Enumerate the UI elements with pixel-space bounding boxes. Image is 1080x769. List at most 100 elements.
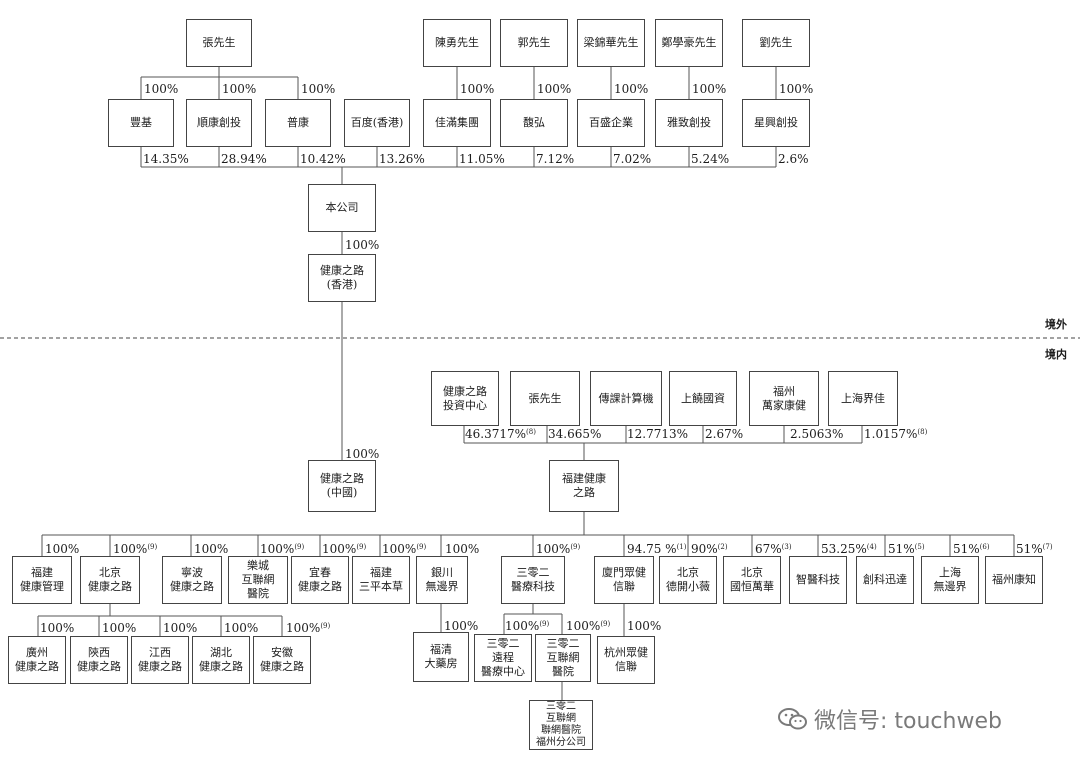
subsidiary-pct: 90%(2) [691, 542, 728, 556]
subsidiary-box: 智醫科技 [789, 556, 847, 604]
stake-pct-label: 7.12% [536, 152, 575, 166]
s302-hospital-branch-box: 三零二 互聯網 聯網醫院 福州分公司 [529, 700, 593, 750]
stake-pct-label: 28.94% [221, 152, 267, 166]
fujian-holder-pct: 2.5063% [790, 427, 844, 441]
fujian-holder-pct: 1.0157%(8) [864, 427, 928, 441]
subsidiary-box: 三零二 醫療科技 [501, 556, 565, 604]
zone-label-domestic: 境内 [1045, 348, 1067, 361]
subsidiary-pct: 100%(9) [260, 542, 305, 556]
shareholder-box: 雅致創投 [655, 99, 723, 147]
subsidiary-box: 北京 國恒萬華 [723, 556, 781, 604]
zone-label-overseas: 境外 [1045, 318, 1067, 331]
ownership-pct-label: 100% [301, 82, 336, 96]
owner-box: 梁錦華先生 [577, 19, 645, 67]
cn-sub-pct: 100% [345, 447, 380, 461]
subsidiary-box: 創科迅達 [856, 556, 914, 604]
subsidiary-pct: 100%(9) [382, 542, 427, 556]
ownership-pct-label: 100% [614, 82, 649, 96]
subsidiary-pct: 100%(9) [536, 542, 581, 556]
beijing-sub-pct: 100% [163, 621, 198, 635]
subsidiary-pct: 94.75 %(1) [627, 542, 687, 556]
fujian-holder-pct: 12.7713% [627, 427, 689, 441]
shareholder-box: 普康 [265, 99, 331, 147]
shareholder-box: 豐基 [108, 99, 174, 147]
owner-box: 陳勇先生 [423, 19, 491, 67]
shareholder-box: 順康創投 [186, 99, 252, 147]
s302-sub-pct: 100%(9) [566, 619, 611, 633]
subsidiary-pct: 53.25%(4) [821, 542, 877, 556]
s302-sub-box: 三零二 遠程 醫療中心 [474, 634, 532, 682]
shareholder-box: 佳滿集團 [423, 99, 491, 147]
xiamen-sub-pct: 100% [627, 619, 662, 633]
owner-box: 劉先生 [742, 19, 810, 67]
subsidiary-box: 上海 無邊界 [921, 556, 979, 604]
subsidiary-box: 宜春 健康之路 [291, 556, 349, 604]
fujian-holder-box: 健康之路 投資中心 [431, 371, 499, 426]
subsidiary-box: 福建 健康管理 [12, 556, 72, 604]
ownership-pct-label: 100% [692, 82, 727, 96]
beijing-sub-pct: 100% [40, 621, 75, 635]
stake-pct-label: 14.35% [143, 152, 189, 166]
shareholder-box: 百盛企業 [577, 99, 645, 147]
fujian-holder-box: 上饒國資 [669, 371, 737, 426]
stake-pct-label: 7.02% [613, 152, 652, 166]
beijing-sub-box: 廣州 健康之路 [8, 636, 66, 684]
subsidiary-pct: 51%(7) [1016, 542, 1053, 556]
watermark: 微信号: touchweb [778, 703, 1002, 735]
hk-subsidiary-box: 健康之路 (香港) [308, 254, 376, 302]
ownership-pct-label: 100% [222, 82, 257, 96]
stake-pct-label: 5.24% [691, 152, 730, 166]
fujian-holder-box: 福州 萬家康健 [749, 371, 819, 426]
beijing-sub-pct: 100% [224, 621, 259, 635]
s302-sub-pct: 100%(9) [505, 619, 550, 633]
subsidiary-pct: 100% [445, 542, 480, 556]
cn-subsidiary-box: 健康之路 (中國) [308, 460, 376, 512]
owner-box: 張先生 [186, 19, 252, 67]
s302-sub-box: 三零二 互聯網 醫院 [535, 634, 591, 682]
beijing-sub-box: 陝西 健康之路 [70, 636, 128, 684]
owner-box: 郭先生 [500, 19, 568, 67]
owner-box: 鄭學豪先生 [655, 19, 723, 67]
company-box: 本公司 [308, 184, 376, 232]
subsidiary-pct: 67%(3) [755, 542, 792, 556]
ownership-pct-label: 100% [144, 82, 179, 96]
shareholder-box: 馥弘 [500, 99, 568, 147]
subsidiary-pct: 100%(9) [322, 542, 367, 556]
subsidiary-box: 廈門眾健 信聯 [594, 556, 654, 604]
subsidiary-pct: 51%(6) [953, 542, 990, 556]
watermark-text: 微信号: touchweb [814, 709, 1002, 734]
fujian-holder-pct: 2.67% [705, 427, 744, 441]
fujian-holder-box: 張先生 [510, 371, 580, 426]
wechat-icon [778, 708, 807, 730]
hk-sub-pct: 100% [345, 238, 380, 252]
beijing-sub-pct: 100%(9) [286, 621, 331, 635]
beijing-sub-box: 安徽 健康之路 [253, 636, 311, 684]
shareholder-box: 百度(香港) [344, 99, 410, 147]
fujian-holder-pct: 46.3717%(8) [465, 427, 536, 441]
beijing-sub-pct: 100% [102, 621, 137, 635]
stake-pct-label: 10.42% [300, 152, 346, 166]
xiamen-sub-box: 杭州眾健 信聯 [597, 636, 655, 684]
ownership-pct-label: 100% [460, 82, 495, 96]
subsidiary-box: 北京 健康之路 [80, 556, 140, 604]
yinchuan-sub-box: 福清 大藥房 [413, 632, 469, 682]
fujian-holder-pct: 34.665% [548, 427, 602, 441]
ownership-pct-label: 100% [537, 82, 572, 96]
subsidiary-box: 北京 德開小薇 [659, 556, 717, 604]
subsidiary-box: 樂城 互聯網 醫院 [228, 556, 288, 604]
subsidiary-box: 福州康知 [985, 556, 1043, 604]
subsidiary-pct: 100%(9) [113, 542, 158, 556]
subsidiary-box: 福建 三平本草 [352, 556, 410, 604]
subsidiary-pct: 100% [194, 542, 229, 556]
beijing-sub-box: 湖北 健康之路 [192, 636, 250, 684]
subsidiary-box: 銀川 無邊界 [416, 556, 468, 604]
fujian-holder-box: 傳課計算機 [590, 371, 662, 426]
shareholder-box: 星興創投 [742, 99, 810, 147]
stake-pct-label: 13.26% [379, 152, 425, 166]
stake-pct-label: 2.6% [778, 152, 809, 166]
subsidiary-pct: 100% [45, 542, 80, 556]
fujian-box: 福建健康 之路 [549, 460, 619, 512]
subsidiary-pct: 51%(5) [888, 542, 925, 556]
beijing-sub-box: 江西 健康之路 [131, 636, 189, 684]
